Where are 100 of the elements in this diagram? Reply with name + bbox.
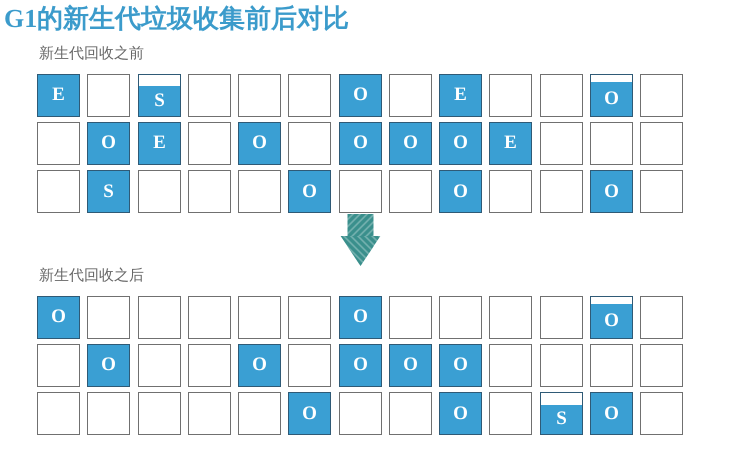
- heap-region: [188, 170, 231, 214]
- heap-region: [37, 392, 80, 436]
- heap-region: [288, 122, 331, 165]
- region-label: O: [453, 404, 468, 424]
- heap-region: [138, 122, 181, 165]
- heap-region: [238, 170, 281, 214]
- region-label: E: [454, 85, 467, 105]
- heap-region: [188, 344, 231, 387]
- region-label: E: [153, 133, 166, 154]
- heap-region: [37, 296, 80, 338]
- heap-region: [389, 344, 432, 387]
- heap-region: [288, 170, 331, 214]
- region-label: O: [252, 133, 267, 154]
- region-label: O: [353, 355, 368, 376]
- heap-region: [339, 296, 382, 338]
- heap-region: [238, 122, 281, 165]
- heap-region: [389, 122, 432, 165]
- region-label: S: [556, 409, 567, 430]
- region-label: O: [403, 133, 418, 154]
- region-label: O: [51, 307, 66, 327]
- heap-region: [590, 344, 633, 387]
- region-label: O: [453, 133, 468, 154]
- heap-region: [389, 74, 432, 116]
- heap-region: [339, 170, 382, 214]
- heap-region: [339, 344, 382, 387]
- diagram-title: G1的新生代垃圾收集前后对比: [4, 3, 350, 35]
- region-label: O: [453, 355, 468, 376]
- heap-region: [590, 392, 633, 436]
- heap-region: [389, 392, 432, 436]
- region-label: O: [403, 355, 418, 376]
- heap-region: [389, 170, 432, 214]
- heap-region: [590, 74, 633, 116]
- arrow: [340, 214, 380, 266]
- region-label: O: [604, 404, 619, 424]
- heap-region: [439, 170, 482, 214]
- heap-region: [439, 344, 482, 387]
- heap-region: [489, 296, 532, 338]
- heap-region: [640, 296, 683, 338]
- region-label: O: [101, 133, 116, 154]
- heap-region: [188, 122, 231, 165]
- heap-region: [188, 296, 231, 338]
- region-label: O: [453, 182, 468, 202]
- heap-region: [87, 122, 130, 165]
- heap-region: [37, 170, 80, 214]
- heap-region: [339, 74, 382, 116]
- heap-region: [540, 122, 583, 165]
- heap-region: [389, 296, 432, 338]
- region-label: O: [252, 355, 267, 376]
- heap-region: [640, 122, 683, 165]
- heap-region: [138, 74, 181, 116]
- region-label: O: [302, 182, 317, 202]
- heap-region: [439, 392, 482, 436]
- heap-region: [439, 74, 482, 116]
- region-label: S: [154, 90, 165, 111]
- heap-region: [138, 392, 181, 436]
- region-label: O: [353, 133, 368, 154]
- region-label: O: [302, 404, 317, 424]
- heap-region: [87, 344, 130, 387]
- heap-region: [540, 74, 583, 116]
- region-label: E: [52, 85, 65, 105]
- heap-region: [540, 392, 583, 436]
- heap-region: [640, 344, 683, 387]
- heap-region: [640, 74, 683, 116]
- region-label: O: [353, 85, 368, 105]
- heap-region: [489, 392, 532, 436]
- heap-region: [138, 296, 181, 338]
- heap-region: [238, 392, 281, 436]
- heap-region: [439, 296, 482, 338]
- heap-region: [87, 74, 130, 116]
- heap-region: [489, 170, 532, 214]
- heap-region: [339, 122, 382, 165]
- heap-region: [489, 344, 532, 387]
- region-label: S: [103, 182, 114, 202]
- heap-region: [590, 170, 633, 214]
- region-label: O: [604, 310, 619, 331]
- heap-region: [540, 170, 583, 214]
- region-label: E: [504, 133, 517, 154]
- region-label: O: [604, 88, 619, 109]
- heap-region: [188, 392, 231, 436]
- heap-region: [37, 344, 80, 387]
- heap-region: [489, 74, 532, 116]
- section-heading: 新生代回收之前: [39, 44, 144, 64]
- heap-region: [288, 392, 331, 436]
- region-label: O: [604, 182, 619, 202]
- heap-region: [238, 344, 281, 387]
- heap-region: [640, 392, 683, 436]
- heap-region: [288, 74, 331, 116]
- heap-region: [540, 296, 583, 338]
- heap-region: [188, 74, 231, 116]
- heap-region: [138, 344, 181, 387]
- heap-region: [138, 170, 181, 214]
- heap-region: [87, 392, 130, 436]
- heap-region: [238, 296, 281, 338]
- region-label: O: [353, 307, 368, 327]
- heap-region: [439, 122, 482, 165]
- heap-region: [238, 74, 281, 116]
- heap-region: [489, 122, 532, 165]
- heap-region: [640, 170, 683, 214]
- heap-region: [87, 296, 130, 338]
- heap-region: [87, 170, 130, 214]
